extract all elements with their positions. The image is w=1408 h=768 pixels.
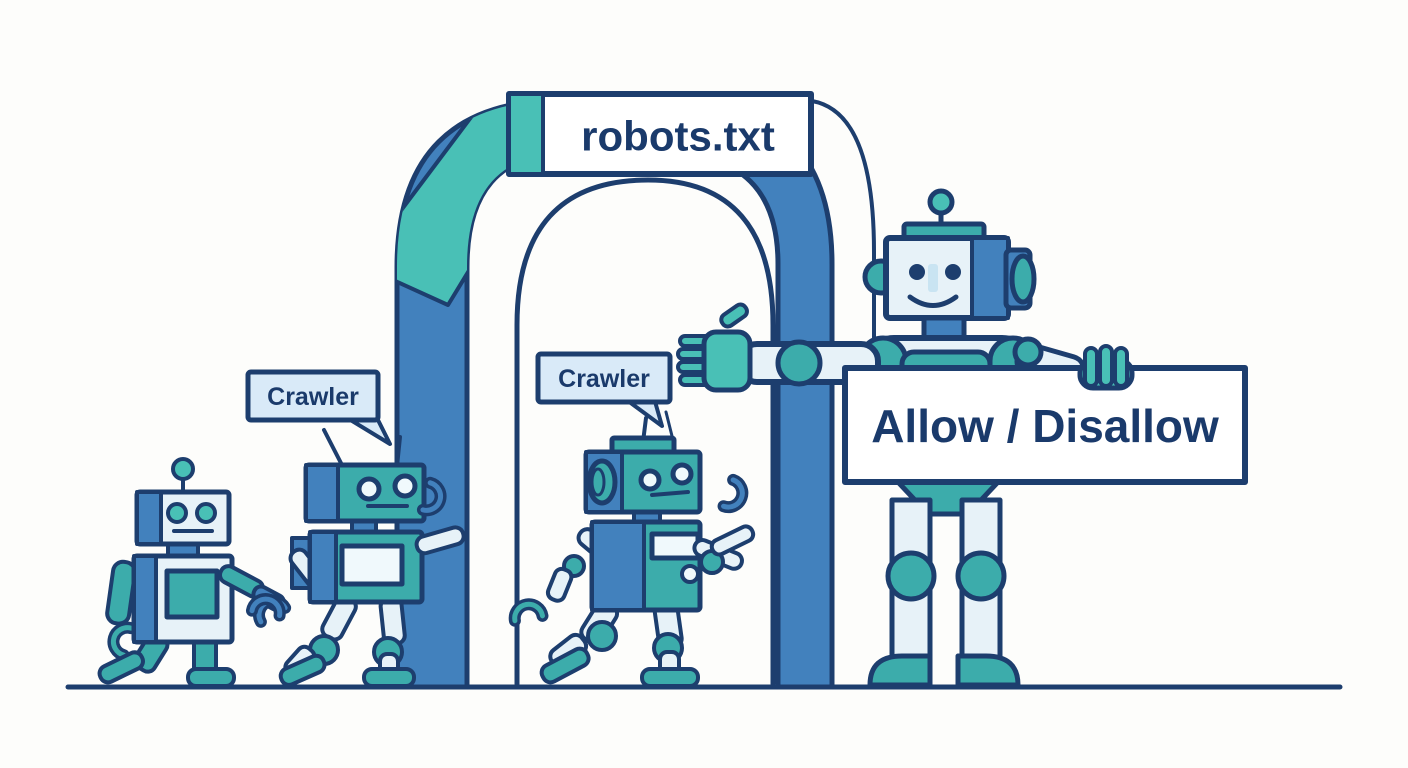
bubble-box — [245, 369, 381, 423]
elbow — [775, 339, 823, 387]
eye — [670, 462, 694, 486]
right-arm — [692, 480, 756, 575]
body-dot — [680, 564, 700, 584]
knee — [885, 550, 937, 602]
body — [589, 519, 703, 613]
eye — [945, 264, 961, 280]
chest-panel — [164, 568, 220, 620]
gate-sign-label: robots.txt — [581, 113, 775, 160]
bubble-box — [535, 351, 673, 405]
sign-accent-strip — [507, 92, 545, 176]
eye — [638, 468, 662, 492]
antenna-ball — [171, 457, 195, 481]
speech-bubble-middle: Crawler — [535, 351, 673, 428]
right-arm — [414, 483, 466, 556]
eye — [195, 502, 217, 524]
antenna — [395, 435, 402, 468]
foot — [867, 653, 933, 688]
eye — [166, 502, 188, 524]
crawler-robot-gate — [512, 410, 756, 688]
sign-board — [842, 365, 1248, 485]
body — [131, 553, 235, 645]
finger — [1098, 344, 1114, 388]
knee — [955, 550, 1007, 602]
antenna-ball — [927, 188, 955, 216]
head — [134, 489, 232, 547]
head — [883, 235, 1037, 321]
head — [583, 449, 703, 515]
eye — [356, 476, 382, 502]
body — [307, 529, 425, 605]
ear — [1009, 253, 1037, 305]
chest-panel — [339, 543, 405, 587]
palm — [701, 329, 753, 393]
legs — [278, 594, 416, 688]
eye — [909, 264, 925, 280]
bubble-label: Crawler — [267, 383, 359, 411]
smile — [907, 294, 959, 308]
nose — [928, 264, 938, 292]
shoulder-joint — [1012, 336, 1044, 368]
finger — [1083, 346, 1099, 388]
robots-txt-sign: robots.txt — [506, 91, 814, 177]
mouth — [650, 490, 690, 497]
legs — [867, 479, 1021, 688]
chest-slot — [649, 531, 701, 561]
finger — [1113, 346, 1129, 388]
crawler-robot-middle — [252, 428, 466, 688]
sign-board — [506, 91, 814, 177]
gatekeeper-sign-label: Allow / Disallow — [871, 400, 1219, 452]
arch-doorway-outline — [514, 177, 776, 687]
antenna — [322, 428, 345, 469]
foot — [955, 653, 1021, 688]
bubble-label: Crawler — [558, 365, 650, 393]
allow-disallow-sign: Allow / Disallow — [842, 365, 1248, 485]
eye — [392, 473, 418, 499]
speech-bubble-left: Crawler — [245, 369, 392, 446]
knee — [586, 620, 618, 652]
arch-outer-arc — [810, 99, 876, 346]
stop-hand — [676, 302, 753, 393]
head — [303, 462, 427, 524]
crawler-robot-left — [97, 457, 286, 688]
antenna — [664, 410, 674, 438]
gripping-hand — [1077, 344, 1135, 391]
